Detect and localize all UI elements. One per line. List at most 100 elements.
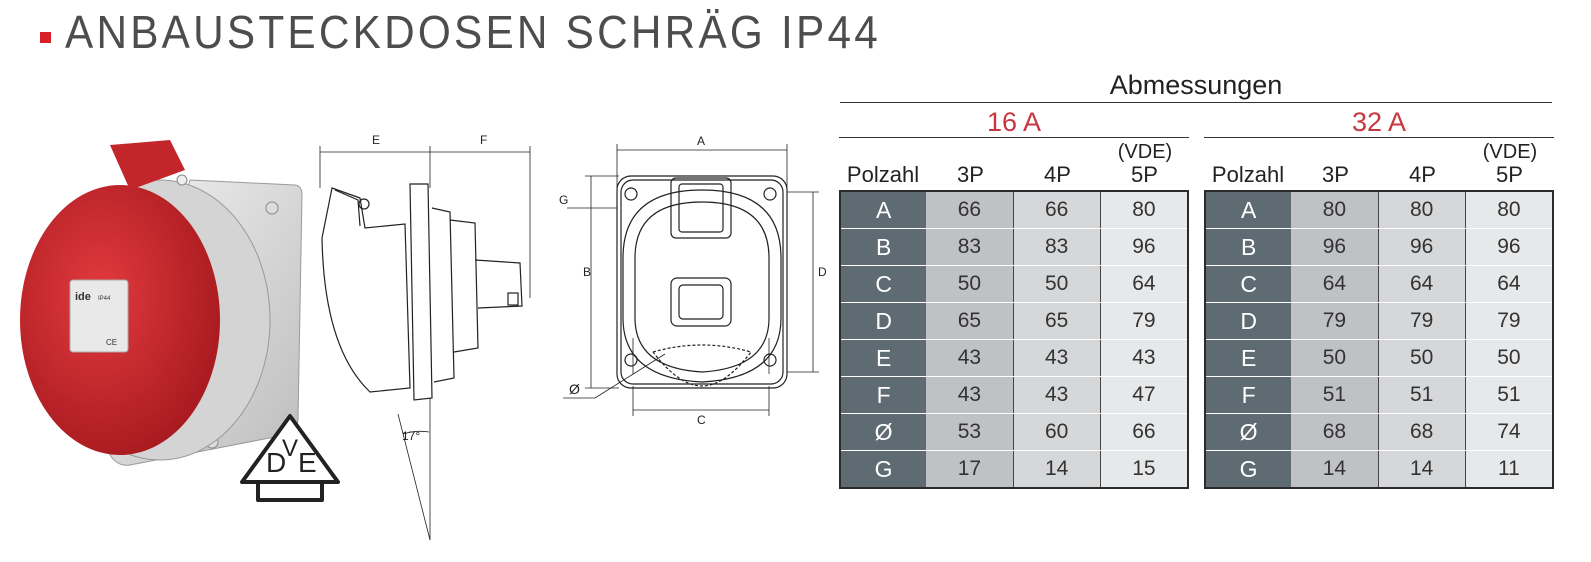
cell: 64: [1099, 266, 1187, 302]
row-key: B: [1206, 229, 1292, 265]
column-header: 3P: [1322, 162, 1349, 187]
cell: 14: [1377, 451, 1465, 487]
cell: 14: [1012, 451, 1100, 487]
table-heading: 32 A: [1204, 107, 1554, 138]
cell: 68: [1291, 414, 1378, 450]
row-key: G: [841, 451, 927, 487]
cell: 96: [1291, 229, 1378, 265]
page-header: ANBAUSTECKDOSEN SCHRÄG IP44: [40, 4, 952, 60]
brand-text: ide: [75, 291, 91, 303]
title-bullet: [40, 31, 51, 43]
cell: 50: [1291, 340, 1378, 376]
cell: 66: [1012, 192, 1100, 228]
cell: 50: [926, 266, 1013, 302]
vde-letter-d: D: [266, 447, 286, 478]
cell: 43: [1099, 340, 1187, 376]
cell: 53: [926, 414, 1013, 450]
rating-text: IP44: [98, 296, 111, 302]
product-photo: ide IP44 CE: [20, 140, 303, 466]
cell: 50: [1377, 340, 1465, 376]
row-key: Ø: [841, 414, 927, 450]
row-key: G: [1206, 451, 1292, 487]
cell: 64: [1377, 266, 1465, 302]
cell: 96: [1099, 229, 1187, 265]
column-header: 5P: [1131, 162, 1158, 187]
cell: 79: [1291, 303, 1378, 339]
row-key: A: [841, 192, 927, 228]
column-header: Polzahl: [1211, 162, 1285, 187]
label-c: C: [697, 413, 706, 427]
page-title: ANBAUSTECKDOSEN SCHRÄG IP44: [65, 6, 881, 58]
cell: 74: [1464, 414, 1552, 450]
cell: 65: [1012, 303, 1100, 339]
row-key: C: [1206, 266, 1292, 302]
row-key: D: [841, 303, 927, 339]
vde-note: (VDE): [1482, 141, 1538, 163]
cell: 43: [926, 377, 1013, 413]
cell: 79: [1377, 303, 1465, 339]
column-header: Polzahl: [846, 162, 920, 187]
column-header: 3P: [957, 162, 984, 187]
cell: 64: [1291, 266, 1378, 302]
ce-text: CE: [106, 338, 117, 347]
cell: 66: [926, 192, 1013, 228]
cell: 79: [1099, 303, 1187, 339]
vde-note: (VDE): [1117, 141, 1173, 163]
label-g: G: [559, 193, 568, 207]
cell: 79: [1464, 303, 1552, 339]
label-angle: 17°: [402, 429, 420, 443]
table-header: (VDE) Polzahl 3P 4P 5P: [1204, 138, 1554, 190]
table-header: (VDE) Polzahl 3P 4P 5P: [839, 138, 1189, 190]
cell: 66: [1099, 414, 1187, 450]
side-view-drawing: E F 17°: [319, 133, 531, 541]
column-header: 4P: [1044, 162, 1071, 187]
cell: 80: [1377, 192, 1465, 228]
row-key: Ø: [1206, 414, 1292, 450]
vde-logo: D V E: [240, 414, 340, 502]
cell: 50: [1464, 340, 1552, 376]
cell: 14: [1291, 451, 1378, 487]
cell: 43: [926, 340, 1013, 376]
vde-letter-v: V: [282, 435, 298, 462]
vde-letter-e: E: [298, 447, 317, 478]
label-e: E: [372, 133, 380, 147]
label-d: D: [818, 265, 827, 279]
row-key: B: [841, 229, 927, 265]
cell: 83: [1012, 229, 1100, 265]
front-view-drawing: A B G D C Ø: [559, 134, 827, 427]
cell: 11: [1464, 451, 1552, 487]
cell: 51: [1464, 377, 1552, 413]
cell: 80: [1291, 192, 1378, 228]
cell: 80: [1464, 192, 1552, 228]
row-key: F: [1206, 377, 1292, 413]
cell: 96: [1464, 229, 1552, 265]
label-a: A: [697, 134, 705, 148]
table-heading: 16 A: [839, 107, 1189, 138]
label-b: B: [583, 265, 591, 279]
cell: 80: [1099, 192, 1187, 228]
cell: 60: [1012, 414, 1100, 450]
row-key: E: [841, 340, 927, 376]
row-key: F: [841, 377, 927, 413]
column-header: 4P: [1409, 162, 1436, 187]
cell: 51: [1291, 377, 1378, 413]
row-key: E: [1206, 340, 1292, 376]
cell: 68: [1377, 414, 1465, 450]
column-header: 5P: [1496, 162, 1523, 187]
dimensions-heading: Abmessungen: [840, 70, 1552, 103]
cell: 17: [926, 451, 1013, 487]
